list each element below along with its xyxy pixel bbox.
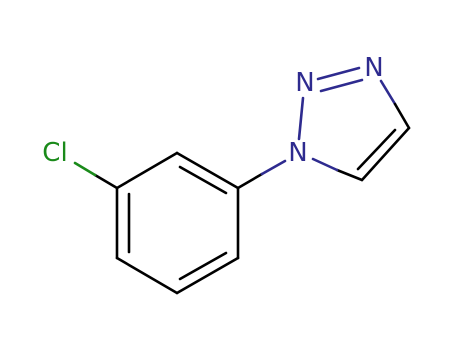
- benzene-ring: [115, 151, 240, 295]
- bond-c4-c5: [360, 126, 411, 182]
- bond-c5-n1-n: [311, 157, 339, 172]
- triazole-ring: [297, 66, 411, 182]
- bond-n2-n3-a: [316, 66, 361, 81]
- double-bond-inner-2: [178, 251, 228, 281]
- bond-n3-c4-c: [393, 102, 411, 130]
- bond-c1-c2: [175, 151, 240, 190]
- bond-c4-c5-inner: [356, 128, 397, 171]
- bond-c4-c5: [115, 256, 179, 295]
- atom-label-n3: N: [364, 53, 383, 83]
- bond-c6-c1: [115, 151, 179, 190]
- bond-c3-c4: [175, 256, 240, 295]
- bond-c5-n1-c: [335, 168, 364, 182]
- bond-c-cl: [73, 161, 119, 190]
- bond-n2-n3-b: [319, 78, 364, 93]
- double-bond-inner-1: [178, 165, 228, 195]
- bond-n3-c4-n: [379, 79, 397, 106]
- atom-label-n1: N: [288, 138, 307, 168]
- atom-label-chlorine: Cl: [42, 138, 67, 168]
- bond-n1-n2: [297, 96, 305, 141]
- atom-label-n2: N: [295, 68, 314, 98]
- bond-c-n1: [236, 159, 287, 190]
